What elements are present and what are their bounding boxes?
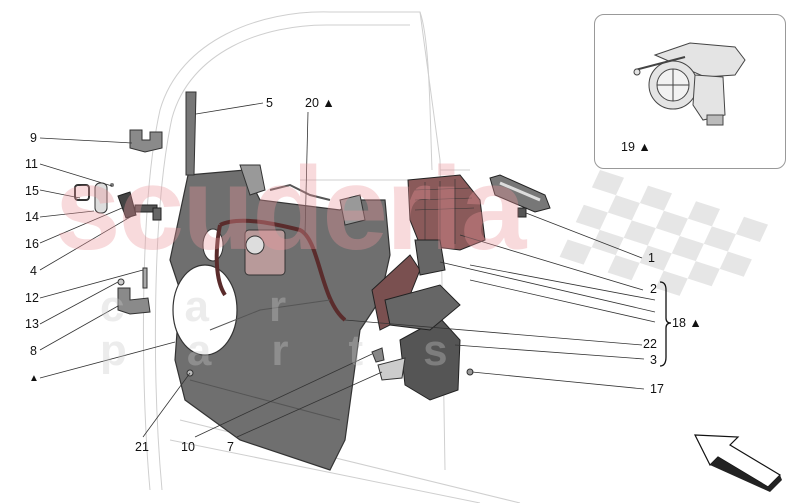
callout-11: 11	[25, 157, 38, 171]
callout-1: 1	[648, 251, 655, 265]
callout-21: 21	[135, 440, 149, 454]
callout-20: 20 ▲	[305, 96, 335, 110]
callout-19: 19 ▲	[621, 140, 651, 154]
callout-14: 14	[25, 210, 39, 224]
callout-2: 2	[650, 282, 657, 296]
callout-12: 12	[25, 291, 39, 305]
callout-9: 9	[30, 131, 37, 145]
callout-5: 5	[266, 96, 273, 110]
front-direction-arrow-icon	[694, 434, 782, 492]
callout-15: 15	[25, 184, 39, 198]
callout-13: 13	[25, 317, 39, 331]
regulator-motor-icon	[633, 42, 746, 126]
callout-7: 7	[227, 440, 234, 454]
callout-4: 4	[30, 264, 37, 278]
callout-16: 16	[25, 237, 39, 251]
callout-triangle: ▲	[29, 373, 39, 384]
callout-10: 10	[181, 440, 195, 454]
callout-17: 17	[650, 382, 664, 396]
callout-18: 18 ▲	[672, 316, 702, 330]
callout-8: 8	[30, 344, 37, 358]
inset-motor-detail	[594, 14, 786, 169]
callout-3: 3	[650, 353, 657, 367]
callout-22: 22	[643, 337, 657, 351]
